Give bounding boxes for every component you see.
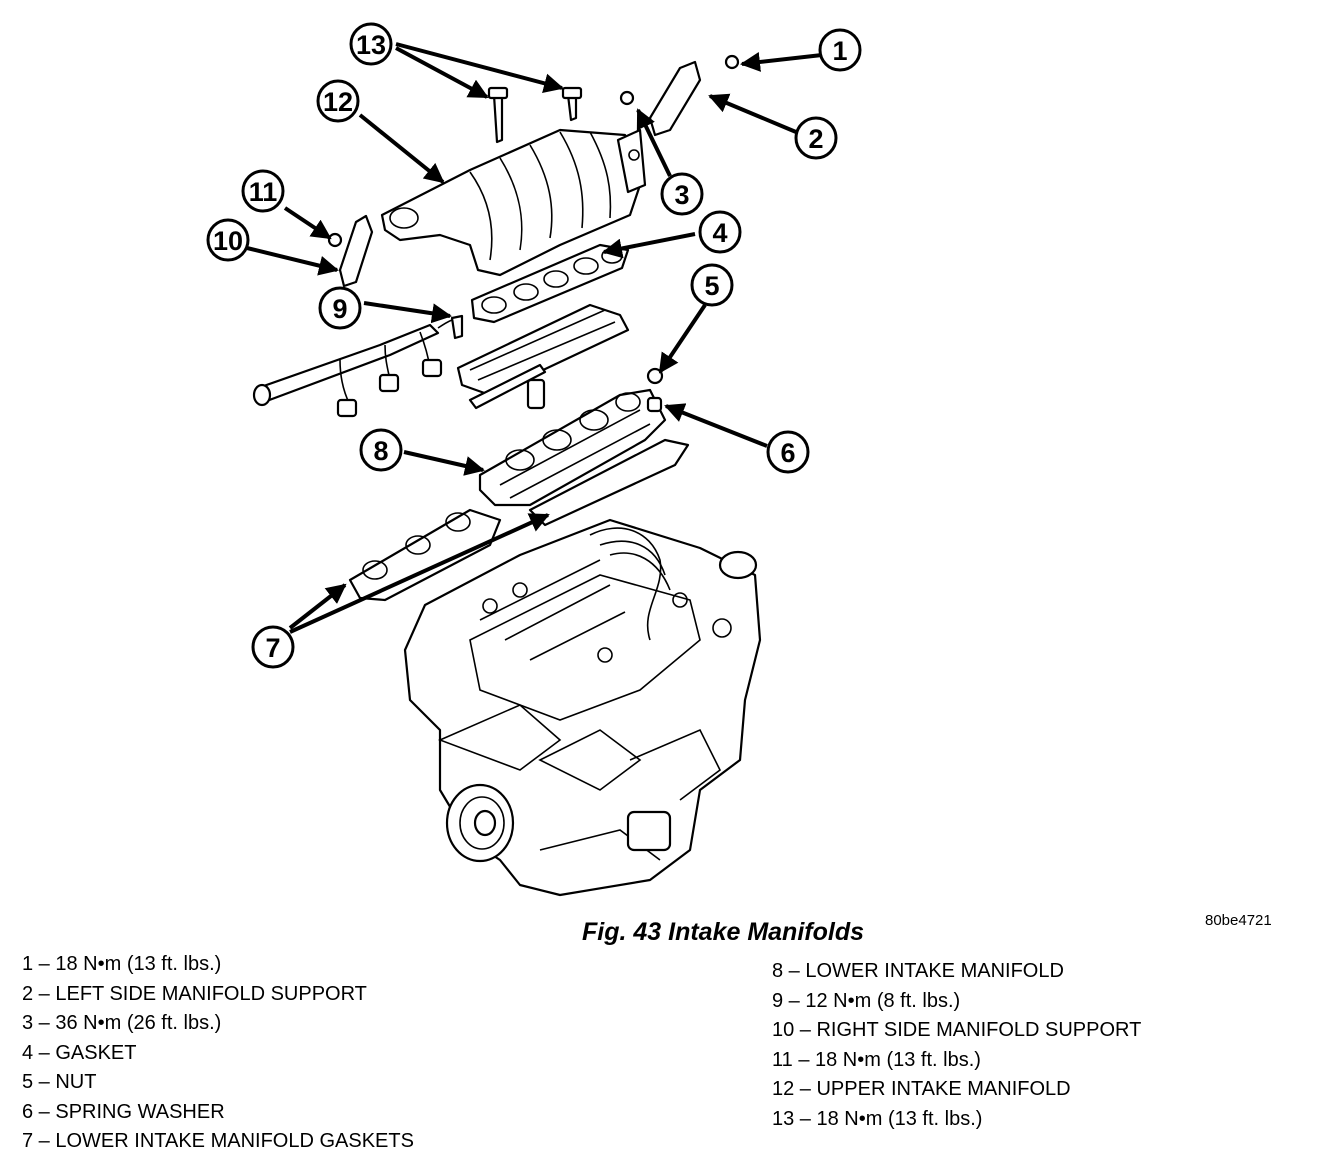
- legend-item-1: 1 – 18 N•m (13 ft. lbs.): [22, 953, 222, 975]
- callout-2: 2: [794, 116, 838, 160]
- engine-block: [403, 518, 762, 897]
- leader-lines: [246, 42, 823, 634]
- callout-5: 5: [690, 263, 734, 307]
- callout-4: 4: [698, 210, 742, 254]
- exploded-view-diagram: 1 2 3 4 5 6 7 8 9 10 11 12: [206, 22, 862, 897]
- callout-2-label: 2: [808, 124, 823, 154]
- callout-8: 8: [359, 428, 403, 472]
- lower-intake-gaskets: [348, 438, 690, 602]
- callout-11-label: 11: [249, 177, 278, 207]
- right-side-manifold-support: [338, 214, 374, 288]
- callout-4-label: 4: [712, 218, 727, 248]
- figure-code: 80be4721: [1205, 912, 1272, 929]
- legend-item-13: 13 – 18 N•m (13 ft. lbs.): [772, 1107, 983, 1130]
- wiring-harness: [252, 318, 459, 418]
- legend-right-column: 8 – LOWER INTAKE MANIFOLD 9 – 12 N•m (8 …: [772, 957, 1141, 1134]
- callout-6: 6: [766, 430, 810, 474]
- callout-10: 10: [206, 218, 250, 262]
- callout-13: 13: [349, 22, 393, 66]
- upper-intake-manifold: [380, 128, 647, 277]
- legend-item-8: 8 – LOWER INTAKE MANIFOLD: [772, 960, 1064, 982]
- figure-caption: Fig. 43 Intake Manifolds: [582, 918, 864, 946]
- callout-11: 11: [241, 169, 285, 213]
- callout-3-label: 3: [674, 180, 689, 210]
- legend-item-4: 4 – GASKET: [22, 1041, 137, 1064]
- callout-5-label: 5: [704, 271, 719, 301]
- legend-item-10: 10 – RIGHT SIDE MANIFOLD SUPPORT: [772, 1019, 1142, 1041]
- callout-9: 9: [318, 286, 362, 330]
- callout-1: 1: [818, 28, 862, 72]
- left-side-manifold-support: [648, 60, 702, 137]
- callout-8-label: 8: [373, 436, 388, 466]
- legend-item-5: 5 – NUT: [22, 1071, 97, 1093]
- legend-item-9: 9 – 12 N•m (8 ft. lbs.): [772, 989, 961, 1012]
- callout-1-label: 1: [832, 36, 847, 66]
- callout-7-label: 7: [265, 633, 280, 663]
- legend-item-2: 2 – LEFT SIDE MANIFOLD SUPPORT: [22, 982, 367, 1005]
- callout-13-label: 13: [356, 30, 386, 60]
- callout-12: 12: [316, 79, 360, 123]
- legend-item-7: 7 – LOWER INTAKE MANIFOLD GASKETS: [22, 1130, 414, 1152]
- upper-gasket: [470, 243, 630, 324]
- fasteners: [327, 54, 740, 413]
- callout-12-label: 12: [323, 87, 353, 117]
- legend-item-6: 6 – SPRING WASHER: [22, 1100, 225, 1123]
- legend-left-column: 1 – 18 N•m (13 ft. lbs.) 2 – LEFT SIDE M…: [22, 950, 414, 1157]
- callout-7: 7: [251, 625, 295, 669]
- lower-intake-manifold: [478, 388, 667, 507]
- legend-item-11: 11 – 18 N•m (13 ft. lbs.): [772, 1048, 981, 1071]
- callout-10-label: 10: [213, 226, 243, 256]
- fuel-rail: [456, 303, 630, 410]
- legend-item-12: 12 – UPPER INTAKE MANIFOLD: [772, 1078, 1071, 1100]
- callout-9-label: 9: [332, 294, 347, 324]
- legend-item-3: 3 – 36 N•m (26 ft. lbs.): [22, 1012, 222, 1034]
- callout-6-label: 6: [780, 438, 795, 468]
- callout-3: 3: [660, 172, 704, 216]
